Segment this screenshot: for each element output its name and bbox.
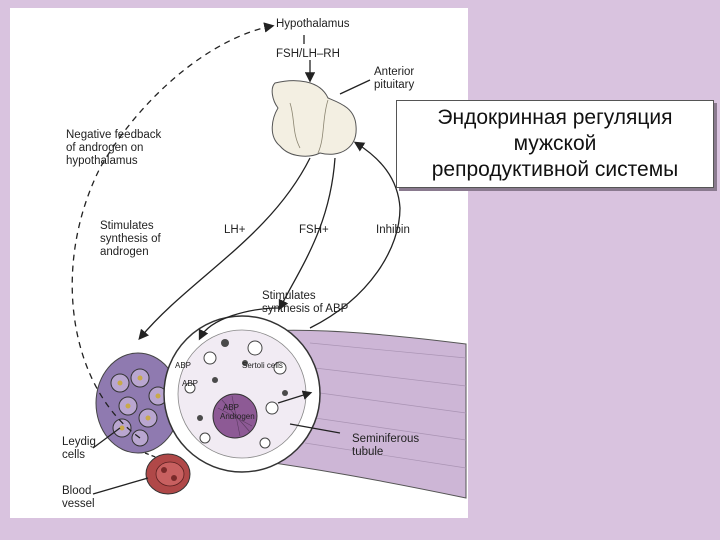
diagram-arrows <box>71 22 401 495</box>
fsh-lh-rh-label: FSH/LH–RH <box>276 48 340 60</box>
slide-title-line1: Эндокринная регуляция <box>437 106 673 129</box>
slide-title-line2: мужской <box>513 132 597 155</box>
leydig-cell-cluster <box>95 352 181 454</box>
anterior-pituitary-shape <box>271 80 357 157</box>
title-box: Эндокринная регуляция мужской репродукти… <box>396 100 714 188</box>
sertoli-cells-label: Sertoli cells <box>242 361 283 370</box>
leydig-cells-label-line1: Leydig <box>62 436 96 448</box>
seminiferous-tubule-label-line1: Seminiferous <box>352 433 419 445</box>
anterior-pituitary-label-line1: Anterior <box>374 66 414 78</box>
tubule-striations <box>304 342 467 469</box>
hypothalamus-label: Hypothalamus <box>276 18 350 30</box>
blood-vessel-label-line1: Blood <box>62 485 91 497</box>
stimulates-abp-label-line2: synthesis of ABP <box>262 303 349 315</box>
stimulates-androgen-label-line1: Stimulates <box>100 220 154 232</box>
abp-label-1: ABP <box>175 361 191 370</box>
seminiferous-tubule-label-line2: tubule <box>352 446 383 458</box>
abp-label-2: ABP <box>182 379 198 388</box>
diagram-panel: Hypothalamus FSH/LH–RH Anterior pituitar… <box>10 8 468 518</box>
stimulates-abp-label-line1: Stimulates <box>262 290 316 302</box>
anterior-pituitary-label-line2: pituitary <box>374 79 415 91</box>
lh-label: LH+ <box>224 224 246 236</box>
tubule-cross-section <box>163 315 321 473</box>
slide-title: Эндокринная регуляция мужской репродукти… <box>432 105 678 183</box>
negative-feedback-label-line2: of androgen on <box>66 142 143 154</box>
blood-vessel <box>145 453 191 495</box>
negative-feedback-label-line3: hypothalamus <box>66 155 138 167</box>
androgen-label: Androgen <box>220 412 255 421</box>
stimulates-androgen-label-line2: synthesis of <box>100 233 162 245</box>
leydig-cells-label-line2: cells <box>62 449 85 461</box>
fsh-label: FSH+ <box>299 224 329 236</box>
endocrine-diagram: Hypothalamus FSH/LH–RH Anterior pituitar… <box>62 18 467 510</box>
abp-label-3: ABP <box>223 403 239 412</box>
negative-feedback-label-line1: Negative feedback <box>66 129 162 141</box>
inhibin-label: Inhibin <box>376 224 410 236</box>
blood-vessel-label-line2: vessel <box>62 498 95 510</box>
slide-title-line3: репродуктивной системы <box>431 158 679 181</box>
stimulates-androgen-label-line3: androgen <box>100 246 149 258</box>
